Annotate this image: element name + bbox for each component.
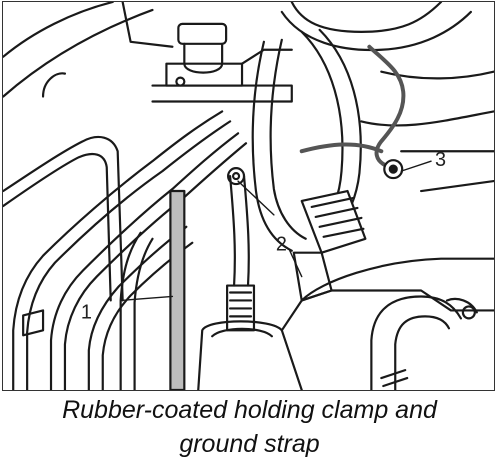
callout-1: 1 <box>81 301 92 323</box>
callout-3: 3 <box>435 149 446 171</box>
leader-lines <box>119 160 432 302</box>
wiring-harness <box>251 2 472 252</box>
lower-casting <box>197 320 303 390</box>
ground-strap <box>299 44 406 169</box>
engine-block <box>280 70 494 332</box>
fuel-line <box>226 175 256 332</box>
upper-left-housing <box>3 2 174 98</box>
caption-line-1: Rubber-coated holding clamp and <box>62 396 437 424</box>
ground-strap-bolt <box>383 159 404 180</box>
callout-2: 2 <box>276 234 287 256</box>
caption-line-2: ground strap <box>179 430 320 458</box>
figure-caption: Rubber-coated holding clamp and ground s… <box>0 393 499 461</box>
mounting-bolts <box>175 76 246 186</box>
coolant-hose <box>370 295 478 390</box>
left-bracket <box>22 309 45 337</box>
engine-bay-illustration: 1 2 3 <box>2 1 495 391</box>
rubber-coated-clamp-rod <box>169 189 186 390</box>
electrical-connector <box>292 189 367 302</box>
line-drawing: 1 2 3 <box>3 2 494 390</box>
top-fitting <box>151 22 293 103</box>
pipe-bundle <box>3 110 248 390</box>
